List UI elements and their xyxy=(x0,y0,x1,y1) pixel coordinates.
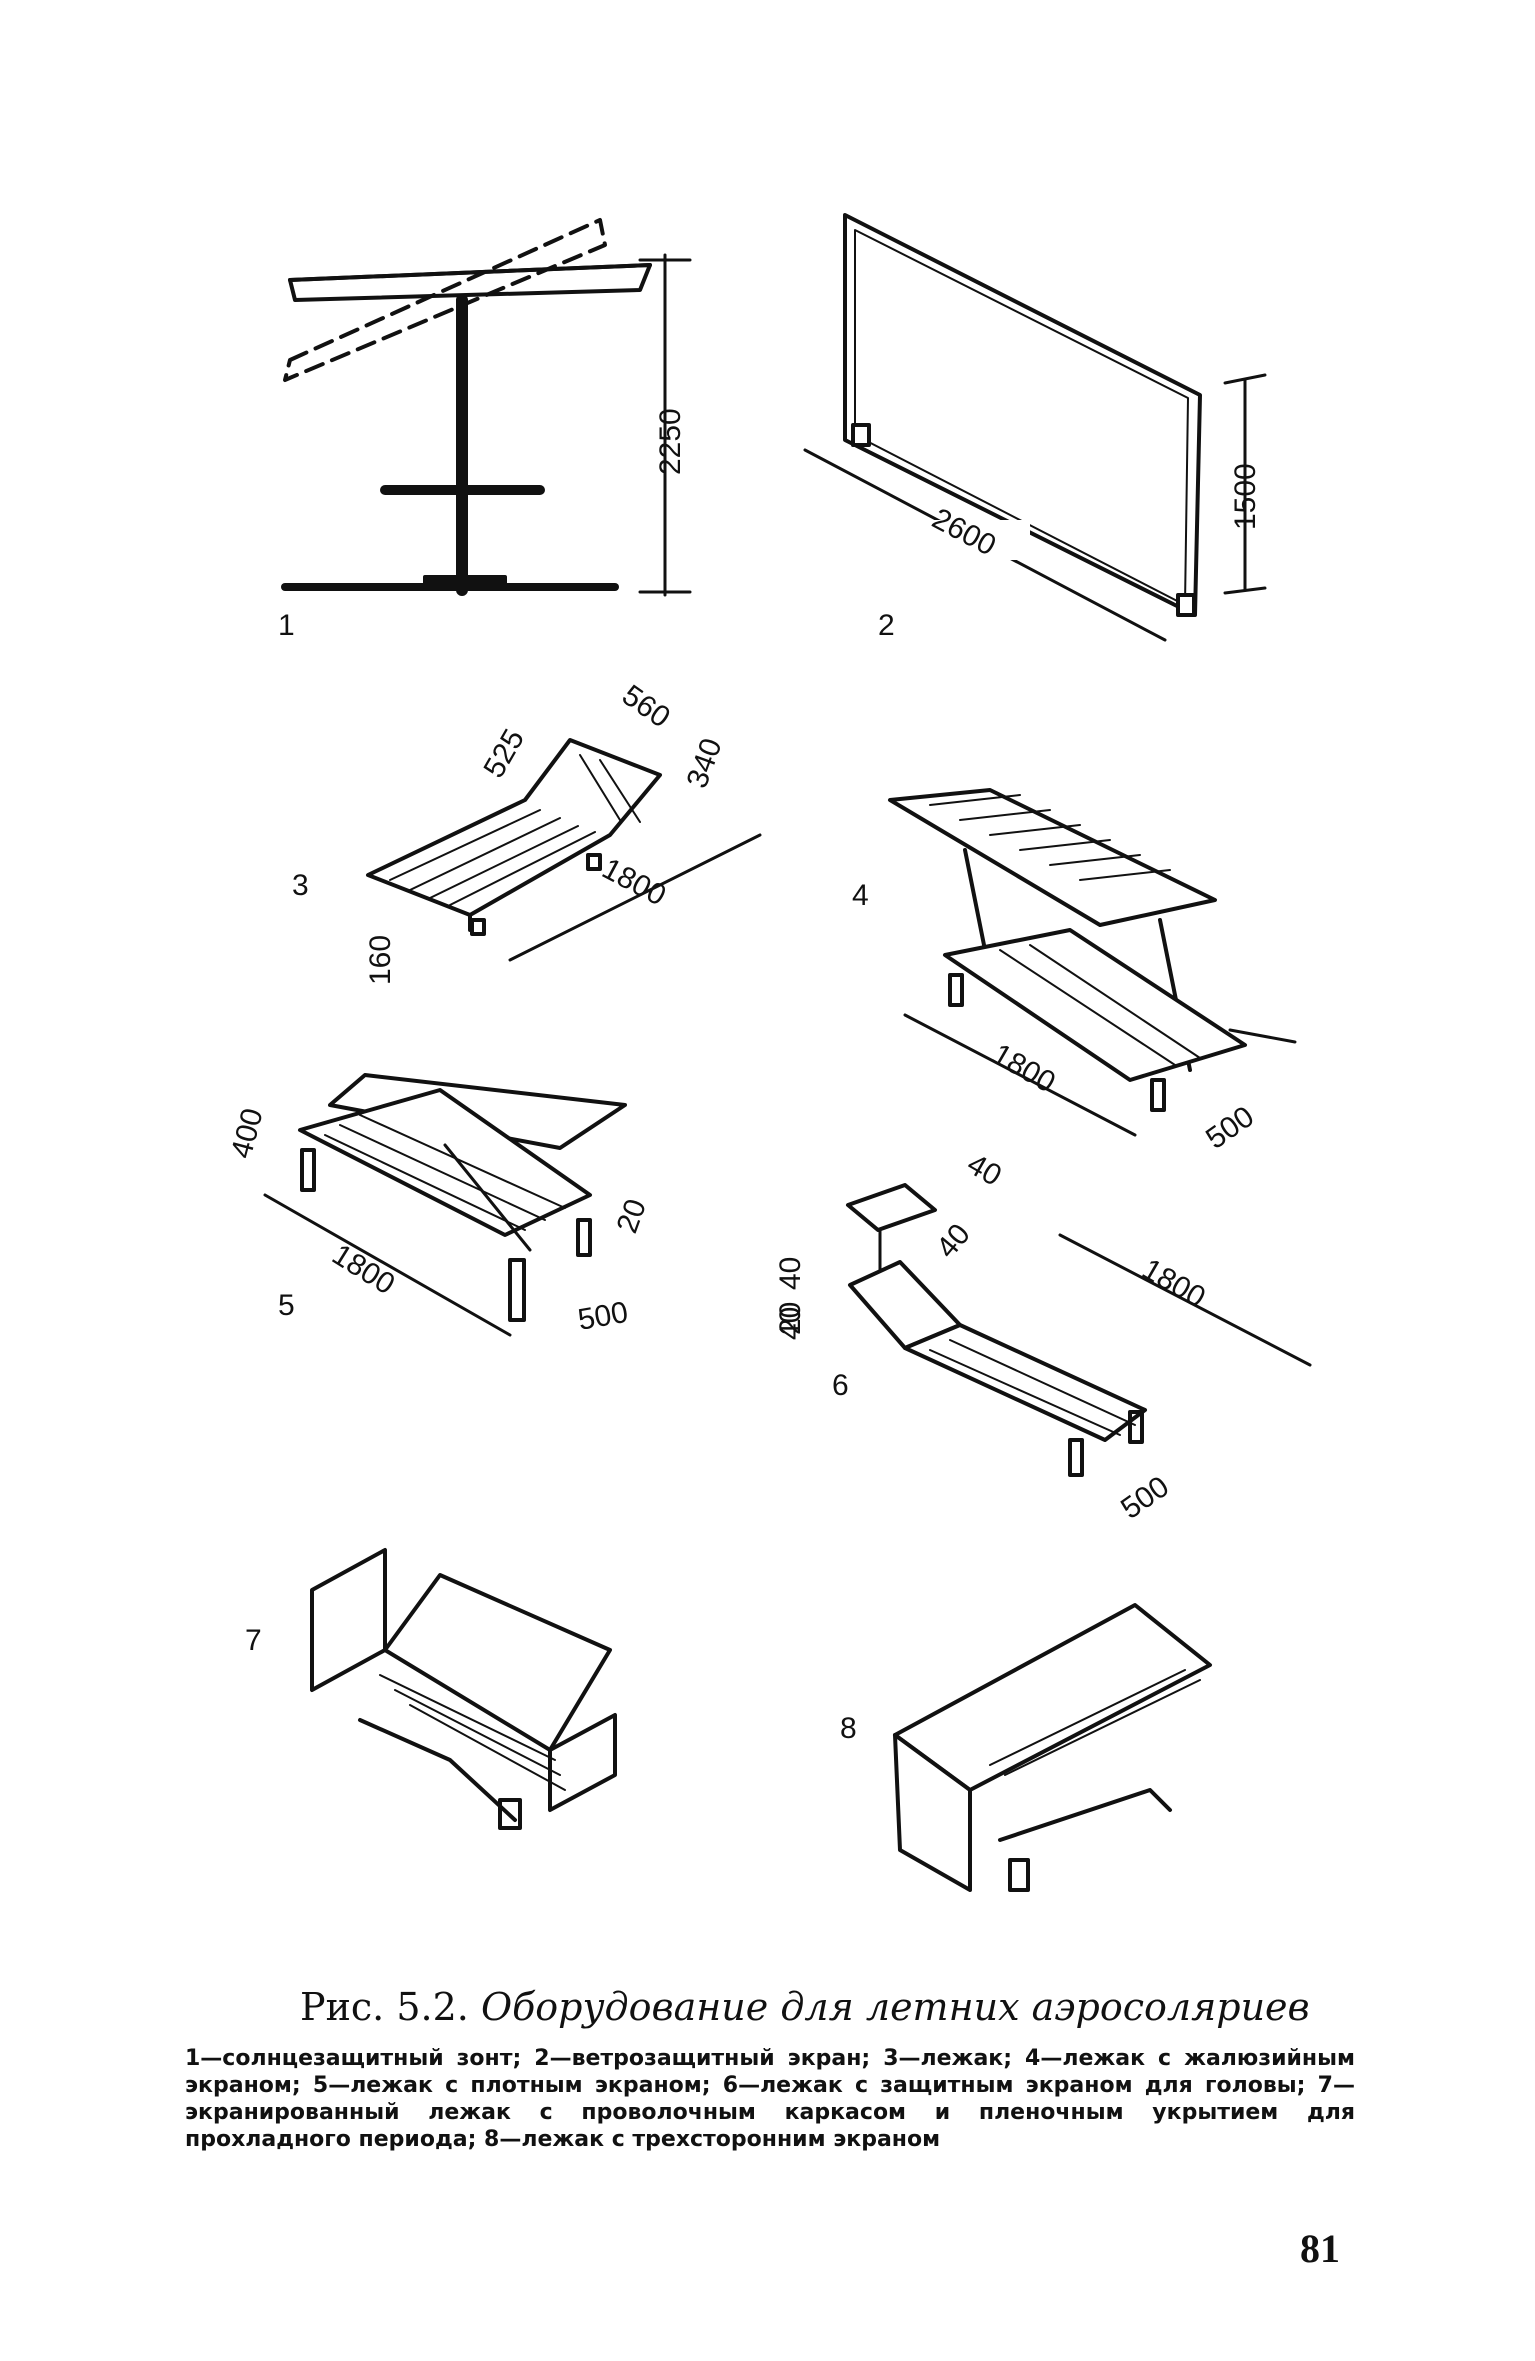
figure-label-8: 8 xyxy=(840,1712,857,1745)
figure-label-3: 3 xyxy=(292,869,309,902)
solid-offset-dim: 20 xyxy=(611,1195,653,1238)
lounger-length-dim: 1800 xyxy=(597,852,671,912)
drawing-windbreak-screen xyxy=(803,213,1267,642)
head-screen-length-dim: 1800 xyxy=(1137,1252,1211,1314)
figure-label-1: 1 xyxy=(278,609,295,642)
figure-label-7: 7 xyxy=(245,1624,262,1657)
drawing-lounger-three-sided xyxy=(893,1603,1212,1892)
head-screen-top-dim: 40 xyxy=(962,1147,1007,1192)
page-number: 81 xyxy=(1300,2226,1340,2271)
solid-length-dim: 1800 xyxy=(326,1238,400,1301)
head-screen-offset-dim: 20 xyxy=(774,1302,807,1335)
lounger-back-dim: 560 xyxy=(616,679,676,735)
lounger-leg-height-dim: 160 xyxy=(364,935,397,985)
head-screen-width-dim: 500 xyxy=(1115,1470,1175,1526)
head-screen-height-dim: 40 xyxy=(774,1307,807,1340)
figure-label-5: 5 xyxy=(278,1289,295,1322)
drawing-lounger-covered xyxy=(310,1548,617,1830)
umbrella-height-dim: 2250 xyxy=(654,408,687,475)
head-screen-side-dim: 40 xyxy=(930,1218,977,1265)
screen-height-dim: 1500 xyxy=(1229,463,1262,530)
figure-caption-title: Рис. 5.2. Оборудование для летних аэросо… xyxy=(300,1985,1400,2029)
head-screen-gap-dim: 40 xyxy=(774,1257,807,1290)
figure-label-6: 6 xyxy=(832,1369,849,1402)
figure-caption-body: 1—солнцезащитный зонт; 2—ветрозащитный э… xyxy=(185,2046,1355,2152)
drawing-lounger-louvre xyxy=(888,788,1297,1112)
drawing-lounger-headscreen xyxy=(846,1183,1147,1477)
figure-label-2: 2 xyxy=(878,609,895,642)
louvre-length-dim: 1800 xyxy=(987,1037,1061,1099)
equipment-figure: 2250 1 2600 1500 2 525 560 340 1800 160 … xyxy=(225,213,1312,1892)
louvre-width-dim: 500 xyxy=(1200,1100,1260,1156)
lounger-back-height-dim: 340 xyxy=(681,734,729,792)
solid-screen-height-dim: 400 xyxy=(225,1105,270,1162)
drawing-umbrella xyxy=(281,218,692,597)
drawing-lounger-solid xyxy=(298,1073,627,1322)
caption-title-text: Оборудование для летних аэросоляриев xyxy=(480,1985,1310,2029)
drawing-lounger xyxy=(366,738,662,936)
caption-prefix: Рис. 5.2. xyxy=(300,1985,469,2029)
figure-label-4: 4 xyxy=(852,879,869,912)
lounger-headrest-dim: 525 xyxy=(477,724,531,784)
solid-width-dim: 500 xyxy=(575,1296,630,1337)
